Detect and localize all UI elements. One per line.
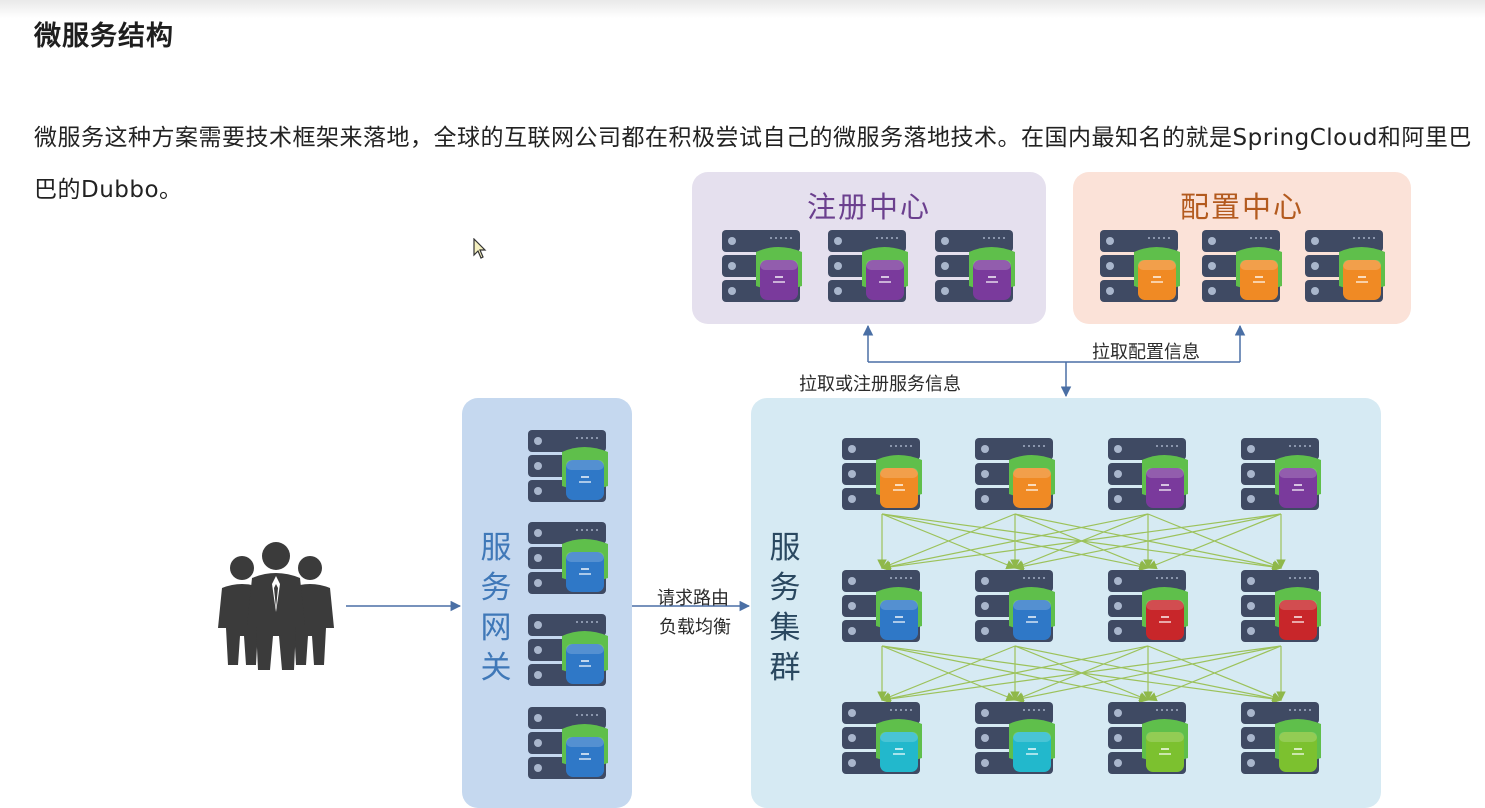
- cluster-mesh-lines: [877, 513, 1286, 704]
- service-cluster-title-char: 群: [769, 650, 801, 686]
- cluster-mesh-line: [1147, 513, 1282, 570]
- registry-center-title: 注册中心: [806, 190, 931, 224]
- registry-server: [828, 228, 910, 304]
- request-route-label: 请求路由: [657, 588, 729, 609]
- server-icon: [722, 230, 802, 302]
- server-icon: [828, 230, 908, 302]
- cluster-server: [1108, 568, 1190, 644]
- cluster-mesh-line: [881, 513, 1016, 570]
- server-icon: [842, 438, 922, 510]
- config-server: [1202, 228, 1284, 304]
- server-icon: [842, 570, 922, 642]
- cluster-server: [1241, 700, 1323, 776]
- cluster-server: [975, 700, 1057, 776]
- service-cluster-title: 服 务 集 群: [767, 528, 803, 688]
- cluster-mesh-line: [881, 645, 1282, 704]
- cluster-mesh-line: [881, 645, 1149, 703]
- cluster-mesh-line: [1014, 645, 1282, 703]
- gateway-server: [528, 520, 610, 596]
- gateway-server: [528, 705, 610, 781]
- load-balance-label: 负载均衡: [659, 617, 731, 638]
- server-icon: [842, 702, 922, 774]
- server-icon: [528, 614, 608, 686]
- server-icon: [975, 702, 1055, 774]
- cluster-server: [1108, 436, 1190, 512]
- intro-paragraph: 微服务这种方案需要技术框架来落地，全球的互联网公司都在积极尝试自己的微服务落地技…: [34, 125, 1472, 203]
- server-icon: [1305, 230, 1385, 302]
- registry-server: [935, 228, 1017, 304]
- cluster-mesh-line: [1147, 645, 1282, 702]
- config-server: [1100, 228, 1182, 304]
- service-gateway-title: 服 务 网 关: [478, 528, 514, 688]
- gateway-server: [528, 612, 610, 688]
- config-server: [1305, 228, 1387, 304]
- server-icon: [975, 438, 1055, 510]
- config-center-title: 配置中心: [1179, 190, 1304, 224]
- server-icon: [528, 430, 608, 502]
- service-cluster-title-char: 务: [769, 570, 801, 606]
- cluster-mesh-line: [1014, 513, 1282, 571]
- server-icon: [1241, 438, 1321, 510]
- gateway-server: [528, 428, 610, 504]
- server-icon: [975, 570, 1055, 642]
- page-heading: 微服务结构: [34, 21, 174, 52]
- cluster-server: [1108, 700, 1190, 776]
- cluster-mesh-line: [881, 645, 1016, 702]
- cluster-server: [842, 568, 924, 644]
- cluster-server: [842, 436, 924, 512]
- server-icon: [1100, 230, 1180, 302]
- cluster-server: [842, 700, 924, 776]
- cluster-server: [975, 436, 1057, 512]
- pull-or-register-label: 拉取或注册服务信息: [799, 374, 961, 395]
- service-cluster-title-char: 服: [769, 530, 801, 566]
- cluster-mesh-line: [881, 513, 1282, 572]
- server-icon: [528, 707, 608, 779]
- cluster-server: [1241, 436, 1323, 512]
- server-icon: [1108, 570, 1188, 642]
- pull-config-label: 拉取配置信息: [1092, 342, 1200, 363]
- service-gateway-title-char: 务: [480, 570, 512, 606]
- people-group-icon: [218, 542, 334, 670]
- server-icon: [1241, 570, 1321, 642]
- service-gateway-title-char: 服: [480, 530, 512, 566]
- server-icon: [528, 522, 608, 594]
- server-icon: [935, 230, 1015, 302]
- cluster-server: [1241, 568, 1323, 644]
- service-gateway-title-char: 网: [480, 610, 512, 646]
- mouse-cursor-icon: [473, 238, 487, 259]
- service-cluster-title-char: 集: [769, 610, 801, 646]
- cluster-mesh-line: [881, 513, 1149, 571]
- server-icon: [1202, 230, 1282, 302]
- top-edge: [0, 0, 1485, 18]
- server-icon: [1108, 438, 1188, 510]
- cluster-server: [975, 568, 1057, 644]
- server-icon: [1108, 702, 1188, 774]
- server-icon: [1241, 702, 1321, 774]
- registry-server: [722, 228, 804, 304]
- service-gateway-title-char: 关: [480, 650, 512, 686]
